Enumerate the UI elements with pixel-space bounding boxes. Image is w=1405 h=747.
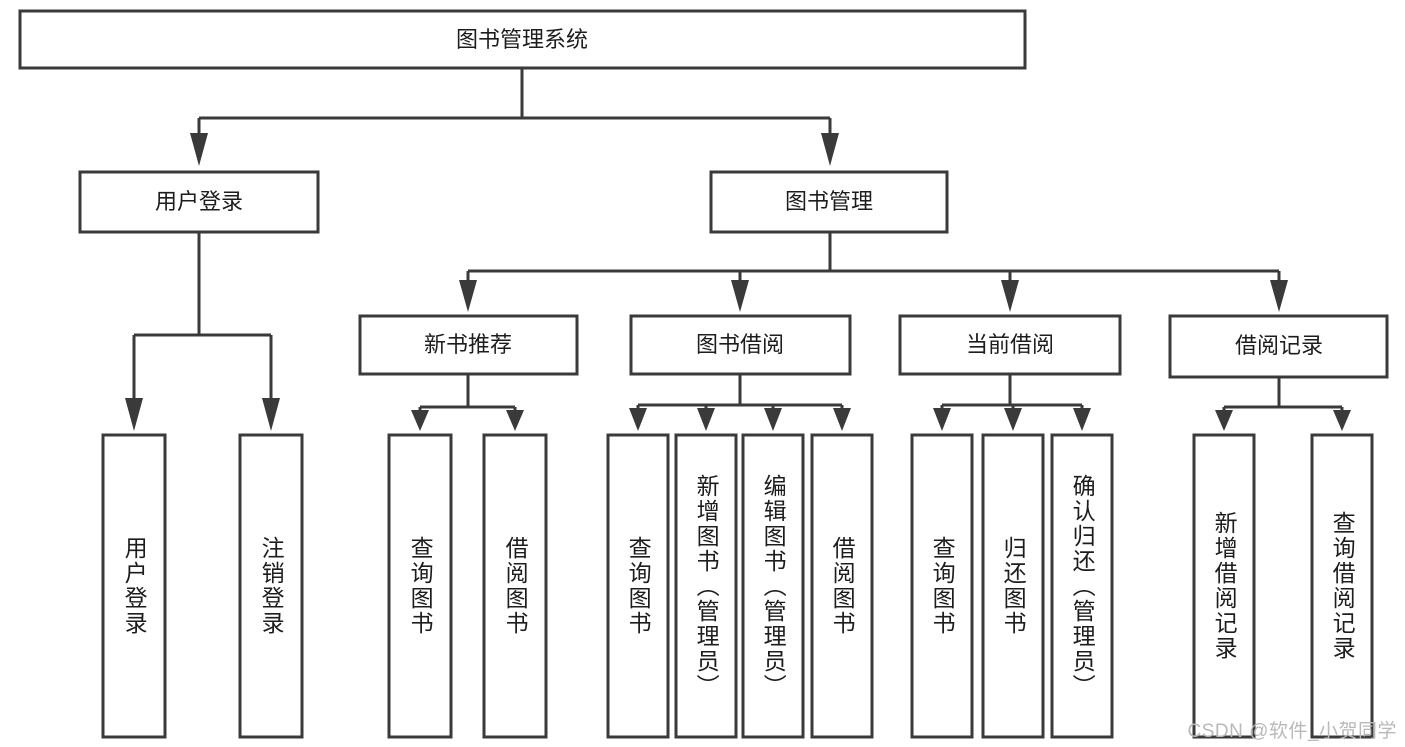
connector-group-book-manage: [459, 232, 1288, 312]
node-book-borrow-rect[interactable]: [629, 314, 852, 376]
leaf-query-book-2-rect[interactable]: [606, 433, 670, 739]
leaf-query-book-3-rect[interactable]: [910, 433, 974, 739]
leaf-borrow-book-1-rect[interactable]: [482, 433, 548, 739]
node-user-login-rect[interactable]: [78, 170, 320, 234]
node-current-borrow[interactable]: 当前借阅: [898, 314, 1122, 376]
arrowhead-leaf-user-logout: [262, 398, 280, 431]
leaf-query-borrow-record-rect[interactable]: [1310, 433, 1374, 739]
arrowhead-leaf-query-book-1: [411, 410, 429, 431]
arrowhead-leaf-user-login: [125, 398, 143, 431]
arrowhead-leaf-query-borrow-record: [1333, 410, 1351, 431]
leaf-borrow-book-2-rect[interactable]: [810, 433, 874, 739]
node-current-borrow-rect[interactable]: [898, 314, 1122, 376]
connector-group-root: [190, 68, 839, 166]
node-book-manage-rect[interactable]: [709, 170, 949, 234]
node-borrow-record-label: 借阅记录: [1235, 333, 1323, 358]
arrowhead-new-book-recommend: [459, 280, 477, 312]
leaf-return-book-rect[interactable]: [981, 433, 1045, 739]
arrowhead-borrow-record: [1270, 280, 1288, 312]
arrowhead-leaf-add-borrow-record: [1215, 410, 1233, 431]
leaf-query-book-1-rect[interactable]: [387, 433, 453, 739]
leaf-add-borrow-record-rect[interactable]: [1192, 433, 1256, 739]
node-book-borrow-label: 图书借阅: [696, 332, 784, 357]
connector-group-new-book-recommend: [411, 374, 524, 431]
node-user-login-label: 用户登录: [155, 189, 243, 214]
arrowhead-leaf-edit-book-admin: [764, 408, 782, 431]
arrowhead-book-manage: [821, 133, 839, 166]
arrowhead-leaf-borrow-book-2: [833, 408, 851, 431]
arrowhead-leaf-query-book-2: [629, 408, 647, 431]
leaf-confirm-return-admin-rect[interactable]: [1050, 433, 1114, 739]
arrowhead-book-borrow: [731, 280, 749, 312]
connector-group-current-borrow: [933, 374, 1091, 431]
node-root[interactable]: 图书管理系统: [18, 9, 1027, 70]
leaf-user-login-rect[interactable]: [101, 433, 167, 739]
connector-group-borrow-record: [1215, 377, 1351, 431]
node-new-book-recommend-label: 新书推荐: [424, 332, 512, 357]
leaf-user-logout-rect[interactable]: [238, 433, 304, 739]
node-borrow-record[interactable]: 借阅记录: [1168, 314, 1389, 379]
leaf-edit-book-admin-rect[interactable]: [741, 433, 805, 739]
node-book-borrow[interactable]: 图书借阅: [629, 314, 852, 376]
node-book-manage-label: 图书管理: [785, 189, 873, 214]
leaf-add-book-admin-rect[interactable]: [674, 433, 738, 739]
csdn-watermark: CSDN @软件_小贺同学: [1187, 721, 1397, 742]
arrowhead-leaf-borrow-book-1: [506, 410, 524, 431]
node-root-label: 图书管理系统: [456, 27, 588, 52]
arrowhead-user-login: [190, 133, 208, 166]
arrowhead-leaf-confirm-return: [1073, 408, 1091, 431]
connector-group-book-borrow: [629, 374, 851, 431]
node-borrow-record-rect[interactable]: [1168, 314, 1389, 379]
node-new-book-recommend[interactable]: 新书推荐: [358, 314, 579, 376]
node-new-book-recommend-rect[interactable]: [358, 314, 579, 376]
arrowhead-current-borrow: [1001, 280, 1019, 312]
node-book-manage[interactable]: 图书管理: [709, 170, 949, 234]
arrowhead-leaf-return-book: [1004, 408, 1022, 431]
arrowhead-leaf-add-book-admin: [697, 408, 715, 431]
leaf-boxes: [101, 433, 1374, 739]
node-user-login[interactable]: 用户登录: [78, 170, 320, 234]
connector-group-user-login: [125, 232, 280, 431]
node-current-borrow-label: 当前借阅: [966, 332, 1054, 357]
arrowhead-leaf-query-book-3: [933, 408, 951, 431]
node-root-rect[interactable]: [18, 9, 1027, 70]
